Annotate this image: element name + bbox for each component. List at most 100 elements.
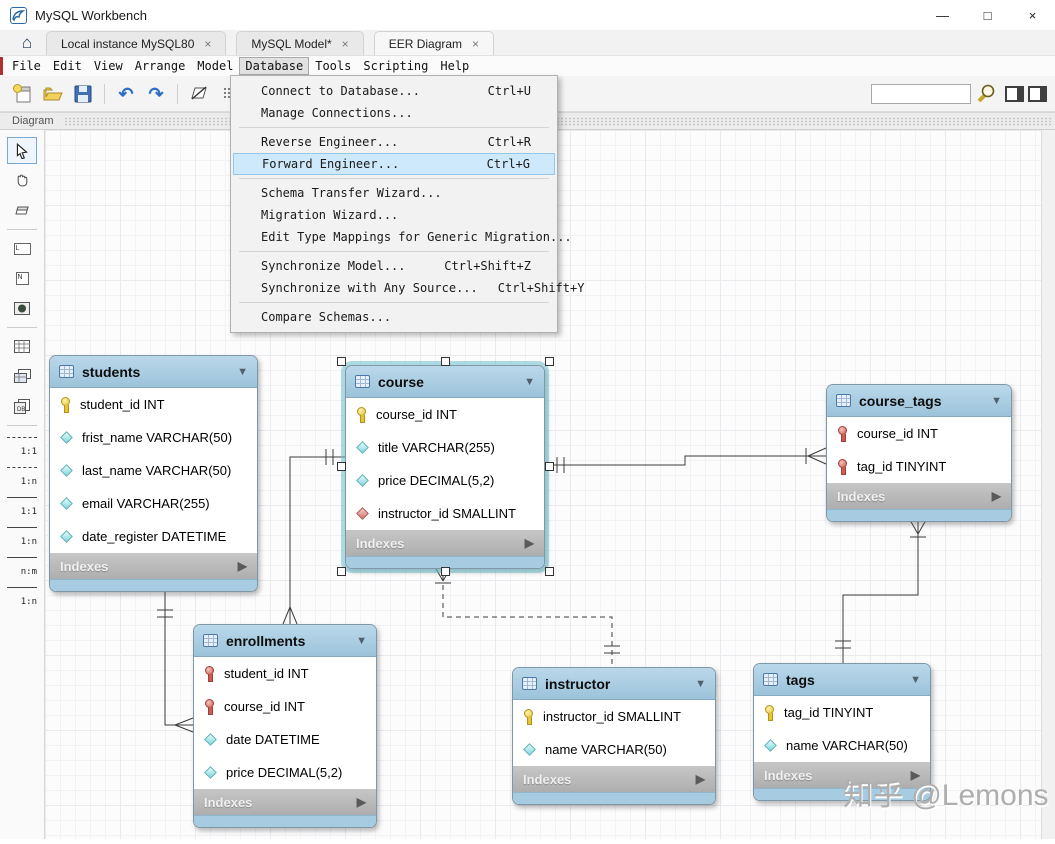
selection-handle[interactable] [337,462,346,471]
eraser-tool[interactable] [7,197,37,224]
collapse-caret-icon[interactable]: ▼ [356,634,367,647]
menu-database[interactable]: Database [239,57,310,75]
er-table-enrollments[interactable]: enrollments ▼ student_id INT course_id I… [193,624,377,828]
menu-item-compare-schemas[interactable]: Compare Schemas... [261,310,392,324]
menu-arrange[interactable]: Arrange [134,59,186,73]
rel-1-n-existing-columns-tool[interactable]: 1:n [5,581,39,607]
indexes-section[interactable]: Indexes▶ [754,762,930,788]
column-row[interactable]: course_id INT [194,690,376,723]
column-row[interactable]: tag_id TINYINT [827,450,1011,483]
indexes-section[interactable]: Indexes▶ [50,553,257,579]
eer-diagram-canvas[interactable]: students ▼ student_id INT frist_name VAR… [45,130,1055,839]
column-row[interactable]: course_id INT [346,398,544,431]
tab-close-icon[interactable]: × [341,36,349,51]
toggle-left-panel-icon[interactable] [1005,85,1024,102]
tab-close-icon[interactable]: × [204,36,212,51]
indexes-section[interactable]: Indexes▶ [194,789,376,815]
close-button[interactable]: × [1028,7,1037,23]
menu-tools[interactable]: Tools [315,59,352,73]
redo-icon[interactable]: ↷ [148,83,164,104]
table-header[interactable]: course ▼ [346,366,544,398]
collapse-caret-icon[interactable]: ▼ [237,365,248,378]
collapse-caret-icon[interactable]: ▼ [524,375,535,388]
selection-handle[interactable] [545,462,554,471]
menu-item-synchronize-with-any-source[interactable]: Synchronize with Any Source...Ctrl+Shift… [261,281,585,295]
tab-eer-diagram[interactable]: EER Diagram × [373,31,495,55]
menu-item-connect-to-database[interactable]: Connect to Database...Ctrl+U [261,84,531,98]
column-row[interactable]: last_name VARCHAR(50) [50,454,257,487]
rel-1-n-non-identifying-tool[interactable]: 1:n [5,461,39,487]
minimize-button[interactable]: — [936,7,949,23]
menu-help[interactable]: Help [440,59,470,73]
er-table-course[interactable]: course ▼ course_id INT title VARCHAR(255… [345,365,545,569]
selection-handle[interactable] [337,567,346,576]
search-input[interactable] [871,83,971,104]
column-row[interactable]: email VARCHAR(255) [50,487,257,520]
er-table-course-tags[interactable]: course_tags ▼ course_id INT tag_id TINYI… [826,384,1012,522]
select-tool[interactable] [7,137,37,164]
er-table-students[interactable]: students ▼ student_id INT frist_name VAR… [49,355,258,592]
expand-arrow-icon[interactable]: ▶ [910,768,920,782]
column-row[interactable]: student_id INT [50,388,257,421]
column-row[interactable]: instructor_id SMALLINT [346,497,544,530]
collapse-caret-icon[interactable]: ▼ [991,394,1002,407]
collapse-caret-icon[interactable]: ▼ [910,673,921,686]
column-row[interactable]: tag_id TINYINT [754,696,930,729]
menu-item-synchronize-model[interactable]: Synchronize Model...Ctrl+Shift+Z [261,259,531,273]
menu-item-forward-engineer[interactable]: Forward Engineer...Ctrl+G [233,153,555,175]
expand-arrow-icon[interactable]: ▶ [237,559,247,573]
menu-view[interactable]: View [93,59,123,73]
selection-handle[interactable] [545,567,554,576]
undo-icon[interactable]: ↶ [118,83,134,104]
er-table-instructor[interactable]: instructor ▼ instructor_id SMALLINT name… [512,667,716,805]
column-row[interactable]: date_register DATETIME [50,520,257,553]
indexes-section[interactable]: Indexes▶ [827,483,1011,509]
layer-tool[interactable]: L [7,235,37,262]
indexes-section[interactable]: Indexes▶ [513,766,715,792]
find-icon[interactable] [973,81,999,107]
hand-pan-tool[interactable] [7,167,37,194]
menu-edit[interactable]: Edit [52,59,82,73]
place-table-tool[interactable] [7,333,37,360]
toggle-right-panel-icon[interactable] [1028,85,1047,102]
menu-item-schema-transfer-wizard[interactable]: Schema Transfer Wizard... [261,186,442,200]
tab-close-icon[interactable]: × [472,36,480,51]
rel-1-n-identifying-tool[interactable]: 1:n [5,521,39,547]
selection-handle[interactable] [337,357,346,366]
expand-arrow-icon[interactable]: ▶ [356,795,366,809]
column-row[interactable]: name VARCHAR(50) [513,733,715,766]
rel-1-1-identifying-tool[interactable]: 1:1 [5,491,39,517]
menu-file[interactable]: File [12,59,41,73]
maximize-button[interactable]: □ [983,7,992,23]
new-model-icon[interactable] [10,81,36,107]
table-header[interactable]: students ▼ [50,356,257,388]
column-row[interactable]: student_id INT [194,657,376,690]
place-view-tool[interactable] [7,363,37,390]
column-row[interactable]: frist_name VARCHAR(50) [50,421,257,454]
vertical-scrollbar[interactable] [1041,130,1055,839]
column-row[interactable]: title VARCHAR(255) [346,431,544,464]
menu-item-migration-wizard[interactable]: Migration Wizard... [261,208,399,222]
indexes-section[interactable]: Indexes▶ [346,530,544,556]
menu-item-edit-type-mappings[interactable]: Edit Type Mappings for Generic Migration… [261,230,572,244]
table-header[interactable]: tags ▼ [754,664,930,696]
image-tool[interactable] [7,295,37,322]
tab-mysql-model[interactable]: MySQL Model* × [236,31,364,55]
home-tab-icon[interactable]: ⌂ [21,33,33,52]
menu-item-manage-connections[interactable]: Manage Connections... [261,106,413,120]
column-row[interactable]: price DECIMAL(5,2) [346,464,544,497]
column-row[interactable]: price DECIMAL(5,2) [194,756,376,789]
column-row[interactable]: course_id INT [827,417,1011,450]
selection-handle[interactable] [545,357,554,366]
column-row[interactable]: date DATETIME [194,723,376,756]
expand-arrow-icon[interactable]: ▶ [524,536,534,550]
table-header[interactable]: enrollments ▼ [194,625,376,657]
place-routine-group-tool[interactable]: DB [7,393,37,420]
er-table-tags[interactable]: tags ▼ tag_id TINYINT name VARCHAR(50) I… [753,663,931,801]
selection-handle[interactable] [441,567,450,576]
menu-scripting[interactable]: Scripting [363,59,429,73]
selection-handle[interactable] [441,357,450,366]
table-header[interactable]: instructor ▼ [513,668,715,700]
expand-arrow-icon[interactable]: ▶ [991,489,1001,503]
menu-item-reverse-engineer[interactable]: Reverse Engineer...Ctrl+R [261,135,531,149]
